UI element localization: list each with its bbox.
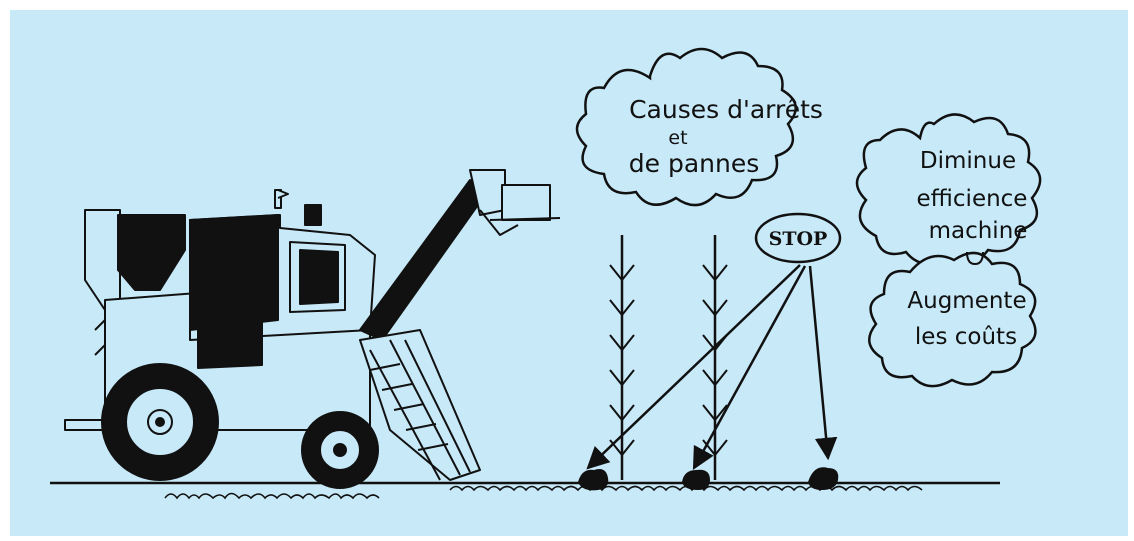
cloud-causes-line3: de pannes (629, 149, 759, 178)
sugarcane-harvester-icon (65, 170, 560, 488)
cloud-efficiency-line2: efficience (917, 186, 1028, 212)
cloud-costs-line1: Augmente (907, 288, 1026, 314)
ground-debris (165, 487, 922, 499)
illustration-svg: STOP Causes d'arrêts et de pannes Diminu… (10, 10, 1128, 536)
cloud-costs: Augmente les coûts (869, 253, 1035, 386)
cloud-causes-line2: et (668, 127, 687, 149)
cloud-causes-line1: Causes d'arrêts (629, 95, 823, 124)
sugarcane-stalks-icon (610, 235, 727, 480)
cloud-efficiency: Diminue efficience machine (857, 114, 1040, 263)
stop-label: STOP (769, 228, 828, 250)
illustration-panel: STOP Causes d'arrêts et de pannes Diminu… (10, 10, 1128, 536)
stop-sign: STOP (756, 214, 840, 262)
cloud-efficiency-line3: machine (929, 218, 1028, 244)
cloud-efficiency-line1: Diminue (920, 148, 1016, 174)
stop-arrows (588, 265, 828, 468)
cloud-causes: Causes d'arrêts et de pannes (577, 49, 823, 205)
cloud-costs-line2: les coûts (915, 324, 1017, 350)
